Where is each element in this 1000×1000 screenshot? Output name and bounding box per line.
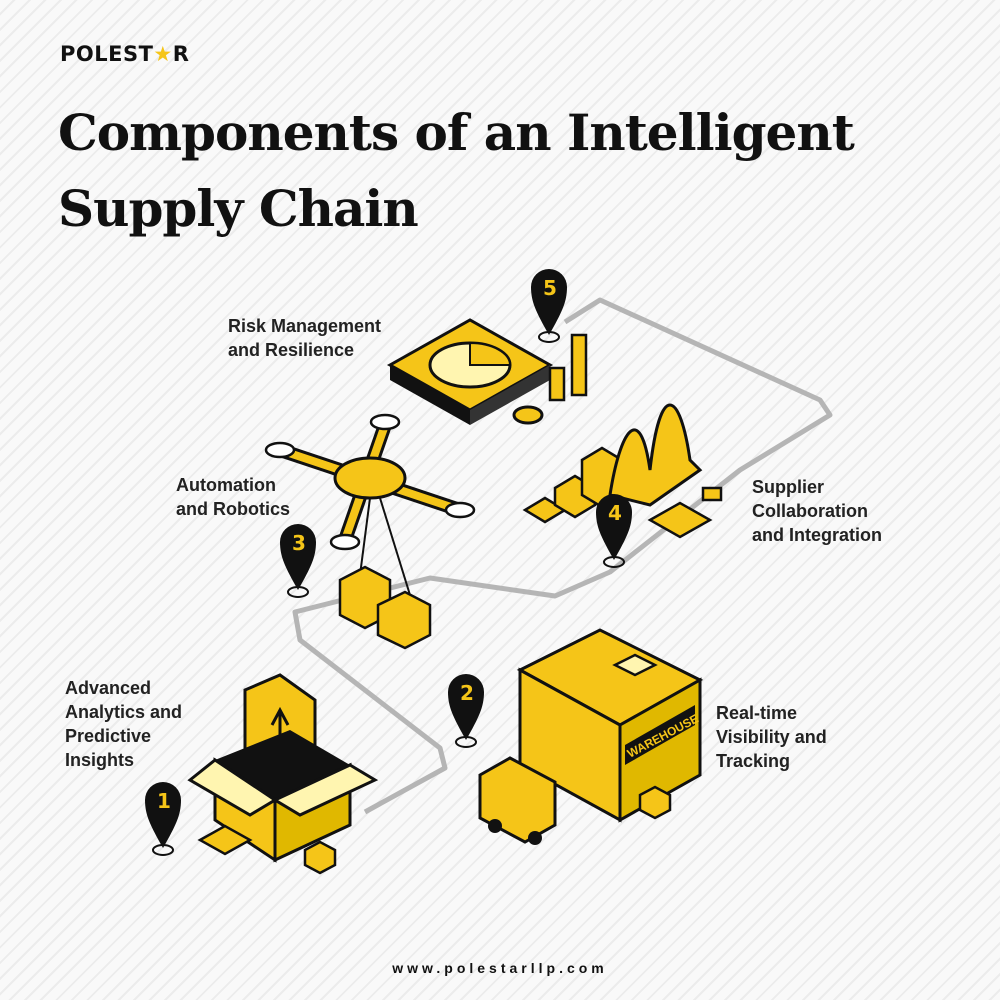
pin-4: 4: [596, 494, 632, 568]
website-link[interactable]: www.polestarllp.com: [392, 960, 608, 976]
svg-text:4: 4: [608, 501, 622, 525]
label-supplier-collaboration: Supplier Collaboration and Integration: [752, 477, 882, 545]
svg-text:3: 3: [292, 531, 306, 555]
connector-path: [292, 297, 833, 815]
label-risk-management: Risk Management and Resilience: [228, 316, 382, 360]
open-box-icon: [187, 673, 379, 875]
drone-icon: [264, 413, 476, 650]
label-advanced-analytics: Advanced Analytics and Predictive Insigh…: [65, 678, 183, 770]
pin-2: 2: [448, 674, 484, 748]
warehouse-icon: WAREHOUSE: [478, 628, 704, 845]
polestar-logo: POLEST★R: [60, 42, 190, 66]
pin-5: 5: [531, 269, 567, 343]
label-real-time-visibility: Real-time Visibility and Tracking: [716, 703, 827, 771]
pin-3: 3: [280, 524, 316, 598]
bar-chart-icon: [522, 403, 723, 539]
label-automation-robotics: Automation and Robotics: [176, 475, 291, 519]
svg-text:5: 5: [543, 276, 557, 300]
page-title: Components of an Intelligent Supply Chai…: [58, 103, 855, 238]
svg-text:1: 1: [157, 789, 171, 813]
pie-chart-icon: [386, 318, 588, 425]
svg-text:2: 2: [460, 681, 474, 705]
pin-1: 1: [145, 782, 181, 856]
